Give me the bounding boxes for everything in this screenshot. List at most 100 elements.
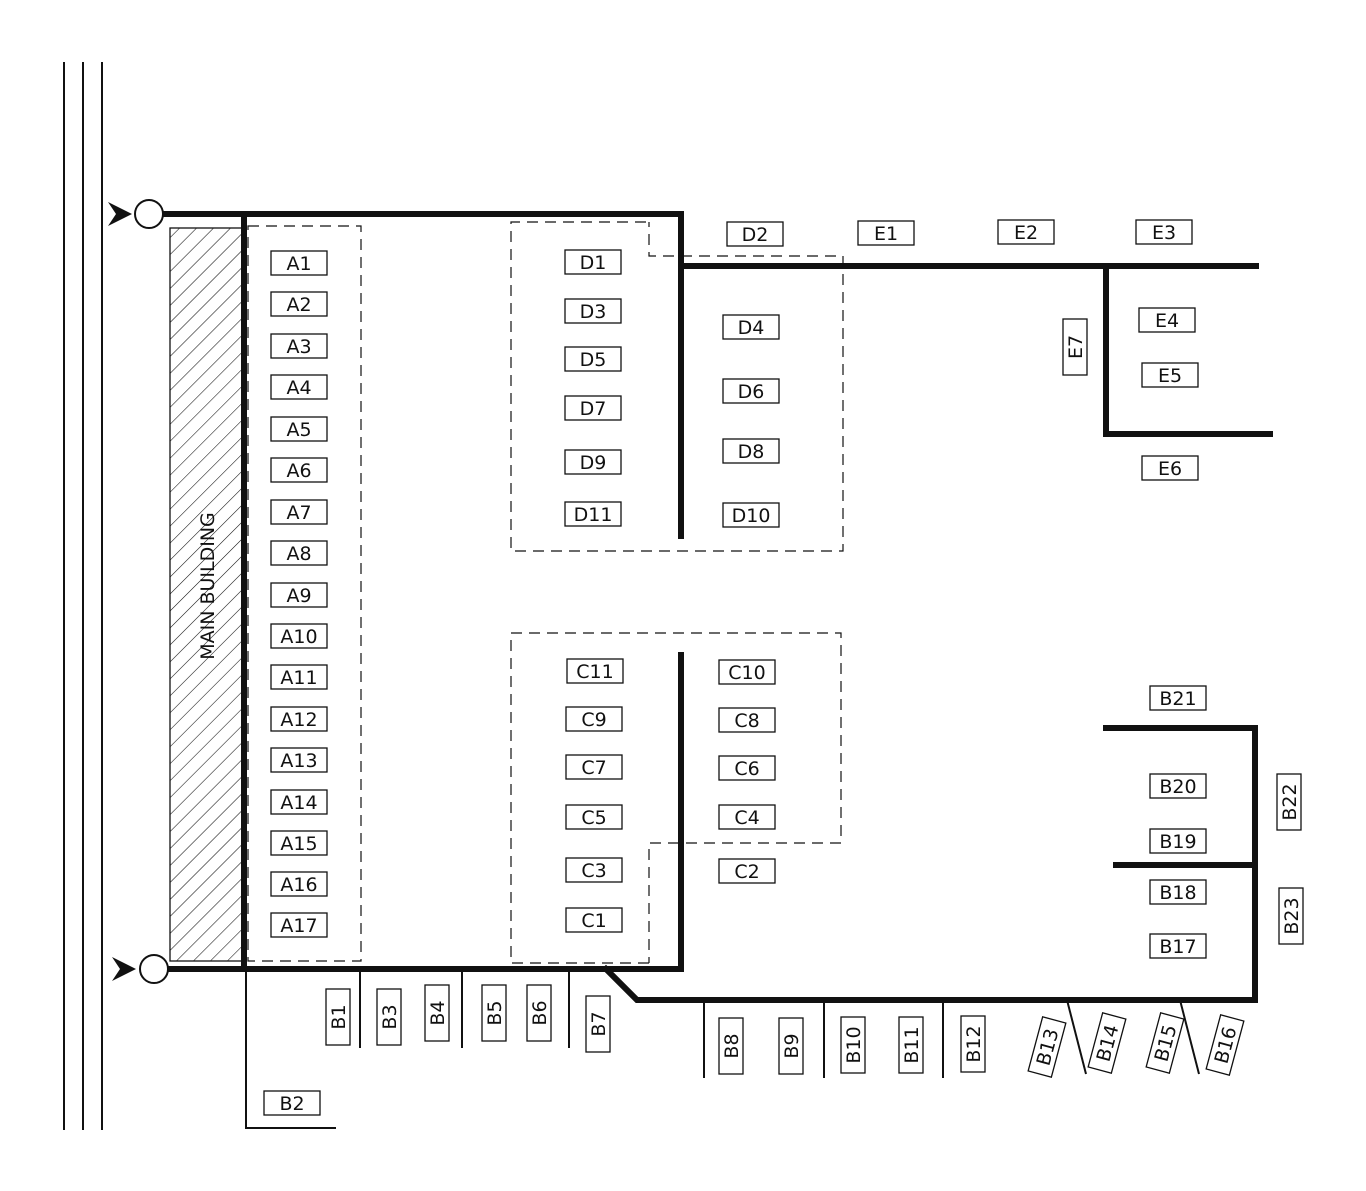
space-box xyxy=(564,501,622,527)
space-box xyxy=(722,314,780,340)
space-b1: B1 xyxy=(325,988,351,1046)
space-box xyxy=(481,984,507,1042)
space-box xyxy=(718,659,776,685)
space-label: C4 xyxy=(734,807,759,829)
space-box xyxy=(270,789,328,815)
space-box xyxy=(1149,685,1207,711)
space-a4: A4 xyxy=(270,374,328,400)
space-d5: D5 xyxy=(564,346,622,372)
space-box xyxy=(565,754,623,780)
space-label: D8 xyxy=(738,441,765,463)
space-b5: B5 xyxy=(481,984,507,1042)
space-label: A9 xyxy=(286,585,311,607)
space-box xyxy=(1087,1012,1127,1074)
space-d4: D4 xyxy=(722,314,780,340)
space-c2: C2 xyxy=(718,858,776,884)
space-box xyxy=(960,1015,986,1073)
space-box xyxy=(270,457,328,483)
space-label: B20 xyxy=(1159,776,1196,798)
space-b16: B16 xyxy=(1205,1014,1245,1076)
space-label: B7 xyxy=(588,1011,610,1036)
space-box xyxy=(1149,828,1207,854)
space-d1: D1 xyxy=(564,249,622,275)
space-b17: B17 xyxy=(1149,933,1207,959)
space-d11: D11 xyxy=(564,501,622,527)
space-b13: B13 xyxy=(1027,1016,1067,1078)
space-label: C11 xyxy=(576,661,613,683)
space-box xyxy=(565,804,623,830)
space-box xyxy=(1149,879,1207,905)
space-label: B16 xyxy=(1211,1024,1242,1066)
space-box xyxy=(898,1016,924,1074)
space-b15: B15 xyxy=(1145,1012,1185,1074)
space-c4: C4 xyxy=(718,804,776,830)
space-box xyxy=(270,912,328,938)
space-a11: A11 xyxy=(270,664,328,690)
space-box xyxy=(270,540,328,566)
entrance-bottom-marker xyxy=(112,954,169,984)
space-box xyxy=(1027,1016,1067,1078)
space-box xyxy=(718,858,776,884)
space-label: B19 xyxy=(1159,831,1196,853)
space-c9: C9 xyxy=(565,706,623,732)
space-box xyxy=(376,988,402,1046)
space-box xyxy=(565,706,623,732)
space-label: D7 xyxy=(580,398,607,420)
space-d2: D2 xyxy=(726,221,784,247)
space-a16: A16 xyxy=(270,871,328,897)
space-box xyxy=(270,706,328,732)
space-label: B17 xyxy=(1159,936,1196,958)
space-box xyxy=(566,658,624,684)
space-box xyxy=(1138,307,1196,333)
space-label: A17 xyxy=(280,915,317,937)
space-box xyxy=(1276,773,1302,831)
entrance-top-marker xyxy=(108,199,164,229)
space-b14: B14 xyxy=(1087,1012,1127,1074)
space-b19: B19 xyxy=(1149,828,1207,854)
space-box xyxy=(526,984,552,1042)
space-label: D1 xyxy=(580,252,607,274)
space-e4: E4 xyxy=(1138,307,1196,333)
space-box xyxy=(270,582,328,608)
space-label: C7 xyxy=(581,757,606,779)
space-label: C6 xyxy=(734,758,759,780)
space-label: E7 xyxy=(1065,335,1087,359)
space-label: C10 xyxy=(728,662,765,684)
road-lines xyxy=(63,62,103,1130)
main-building xyxy=(169,227,245,962)
space-label: A5 xyxy=(286,419,311,441)
space-a14: A14 xyxy=(270,789,328,815)
space-label: B14 xyxy=(1093,1022,1124,1064)
space-c10: C10 xyxy=(718,659,776,685)
space-a7: A7 xyxy=(270,499,328,525)
space-label: C9 xyxy=(581,709,606,731)
space-box xyxy=(1145,1012,1185,1074)
space-c5: C5 xyxy=(565,804,623,830)
space-label: B6 xyxy=(529,1000,551,1025)
space-label: E2 xyxy=(1014,222,1038,244)
space-box xyxy=(564,346,622,372)
space-label: E3 xyxy=(1152,222,1176,244)
space-label: B21 xyxy=(1159,688,1196,710)
space-box xyxy=(840,1016,866,1074)
space-box xyxy=(718,804,776,830)
space-box xyxy=(997,219,1055,245)
space-c8: C8 xyxy=(718,707,776,733)
space-d7: D7 xyxy=(564,395,622,421)
space-box xyxy=(565,857,623,883)
space-e6: E6 xyxy=(1141,455,1199,481)
space-a17: A17 xyxy=(270,912,328,938)
space-labels: A1A2A3A4A5A6A7A8A9A10A11A12A13A14A15A16A… xyxy=(263,219,1304,1116)
separator-lines xyxy=(245,969,1200,1129)
space-label: B13 xyxy=(1033,1026,1064,1068)
walls xyxy=(162,211,1273,1003)
space-a6: A6 xyxy=(270,457,328,483)
space-b12: B12 xyxy=(960,1015,986,1073)
space-a15: A15 xyxy=(270,830,328,856)
space-a13: A13 xyxy=(270,747,328,773)
space-label: B9 xyxy=(781,1033,803,1058)
space-b9: B9 xyxy=(778,1017,804,1075)
dashed-zones xyxy=(247,221,844,964)
space-label: D6 xyxy=(738,381,765,403)
